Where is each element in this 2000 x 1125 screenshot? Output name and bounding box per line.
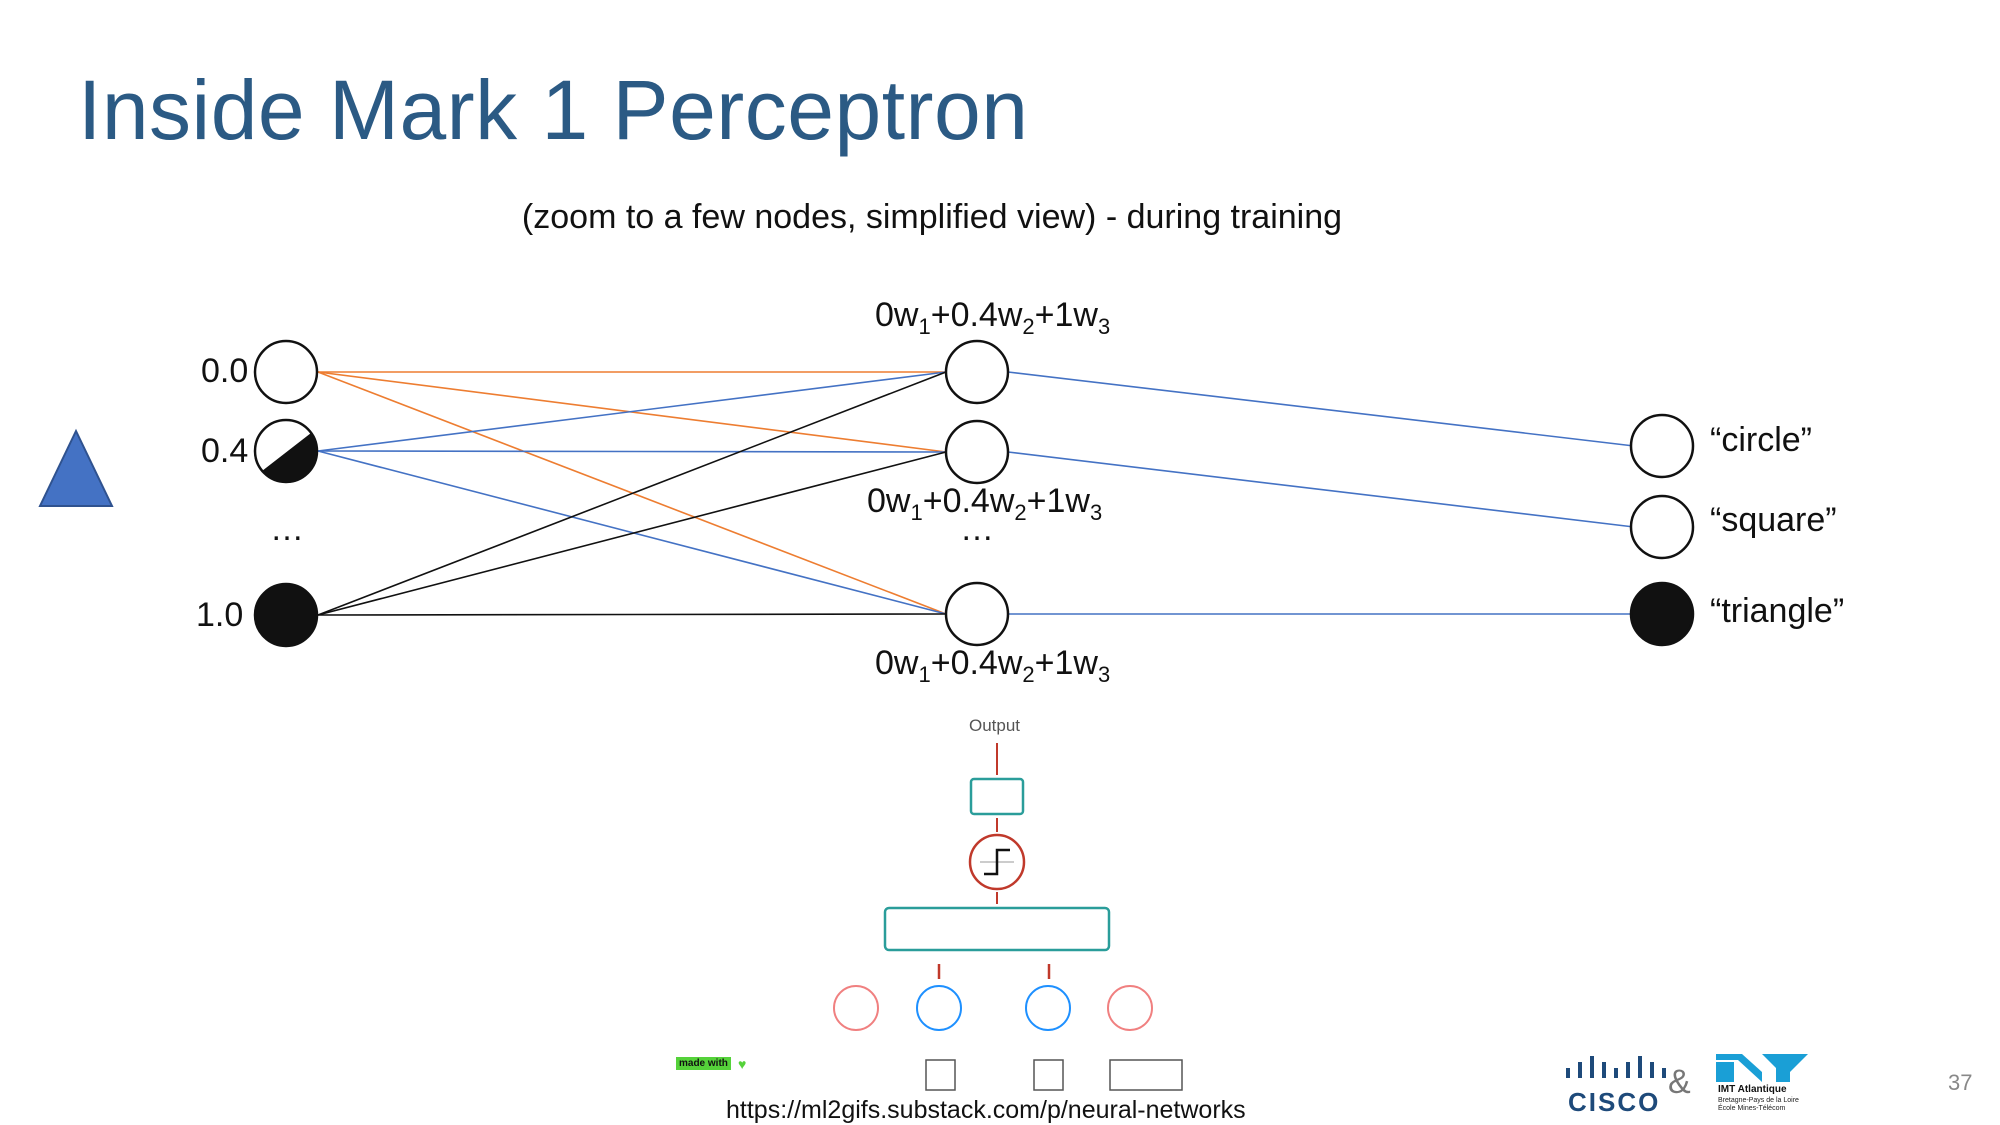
step-function-icon: [968, 833, 1026, 891]
edge-in3-h1: [317, 451, 947, 616]
output-node-triangle: [1629, 581, 1695, 647]
cisco-wordmark: CISCO: [1568, 1087, 1661, 1117]
anim-input-3: [1107, 985, 1153, 1031]
edge-in1-h1: [317, 450, 947, 453]
imt-title: IMT Atlantique: [1718, 1084, 1787, 1095]
source-url[interactable]: https://ml2gifs.substack.com/p/neural-ne…: [726, 1096, 1246, 1124]
output-label-circle: “circle”: [1710, 421, 1812, 459]
hidden-formula-2: 0w1+0.4w2+1w3: [875, 644, 1111, 687]
anim-box-2: [1109, 1059, 1183, 1091]
hidden-node-0: [944, 339, 1010, 405]
hidden-node-1: [944, 419, 1010, 485]
hidden-formula-1: 0w1+0.4w2+1w3: [867, 482, 1103, 525]
input-value-0: 0.0: [201, 352, 249, 390]
imt-logo: [1716, 1054, 1808, 1082]
output-label-triangle: “triangle”: [1710, 592, 1845, 630]
made-with-badge: made with♥: [676, 1056, 746, 1072]
cisco-logo: [1566, 1056, 1666, 1078]
sum-box: [883, 906, 1111, 952]
page-number: 37: [1948, 1070, 1973, 1095]
input-node-1: [253, 418, 319, 484]
edge-h1-o1: [1007, 451, 1635, 528]
animation-output-label: Output: [969, 716, 1021, 735]
anim-box-1: [1033, 1059, 1064, 1091]
input-value-3: 1.0: [196, 596, 244, 634]
edge-in1-h0: [317, 371, 947, 452]
output-node-square: [1629, 494, 1695, 560]
ampersand: &: [1668, 1063, 1691, 1101]
blue-edges: [317, 371, 1635, 615]
anim-input-1: [916, 985, 962, 1031]
input-ellipsis: …: [270, 510, 304, 548]
output-label-square: “square”: [1710, 501, 1837, 539]
slide-title: Inside Mark 1 Perceptron: [78, 63, 1029, 157]
black-edges: [317, 371, 947, 616]
anim-box-0: [925, 1059, 956, 1091]
anim-input-0: [833, 985, 879, 1031]
input-value-1: 0.4: [201, 432, 249, 470]
output-node-circle: [1629, 413, 1695, 479]
slide-subtitle: (zoom to a few nodes, simplified view) -…: [521, 198, 1343, 236]
edge-in1-h2: [317, 450, 947, 615]
perceptron-animation: [833, 743, 1183, 1091]
hidden-formula-0: 0w1+0.4w2+1w3: [875, 296, 1111, 339]
edge-in3-h2: [317, 613, 947, 616]
output-box: [969, 777, 1025, 816]
hidden-node-2: [944, 581, 1010, 647]
anim-input-2: [1025, 985, 1071, 1031]
edge-h0-o0: [1007, 371, 1635, 447]
input-node-0: [253, 339, 319, 405]
hidden-ellipsis: …: [960, 510, 994, 548]
triangle-shape: [38, 428, 114, 507]
input-node-3: [253, 582, 319, 648]
edge-in3-h0: [317, 371, 947, 616]
heart-icon: ♥: [738, 1056, 747, 1072]
